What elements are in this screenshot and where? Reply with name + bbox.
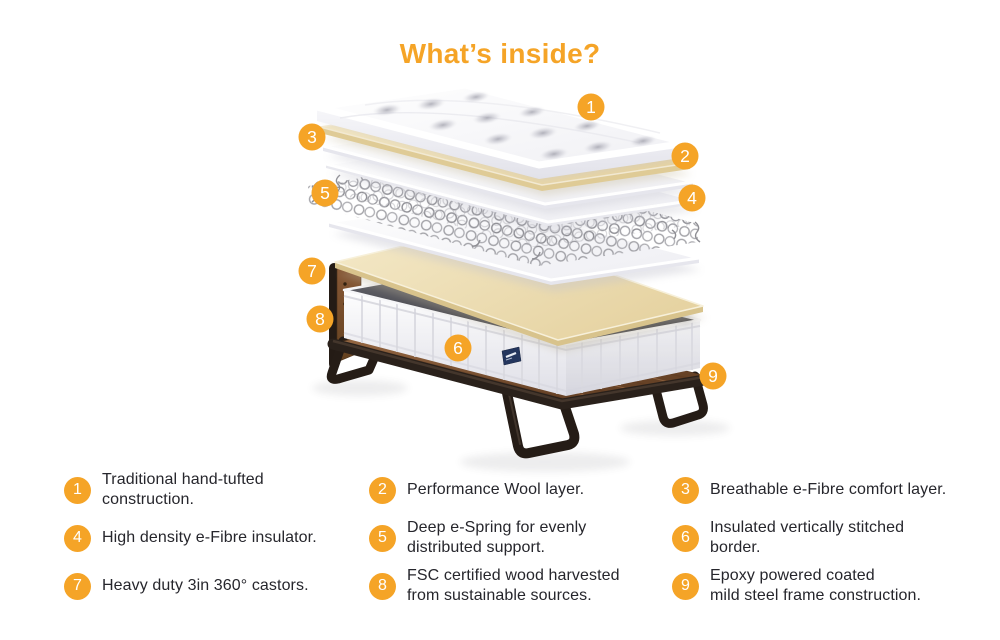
legend-number-badge-7: 7 bbox=[64, 572, 91, 600]
svg-text:3: 3 bbox=[307, 127, 317, 147]
svg-text:6: 6 bbox=[453, 338, 463, 358]
page-title: What’s inside? bbox=[399, 38, 601, 69]
legend-number-badge-6: 6 bbox=[672, 524, 699, 552]
legend-number-badge-5: 5 bbox=[369, 524, 396, 552]
legend-text-7: Heavy duty 3in 360° castors. bbox=[102, 577, 309, 594]
legend-number-badge-2: 2 bbox=[369, 476, 396, 504]
legend-item-2: 2 Performance Wool layer. bbox=[369, 466, 672, 514]
mattress-label bbox=[501, 346, 522, 366]
diagram-badge-4: 4 bbox=[678, 184, 706, 212]
frame-legs bbox=[326, 336, 708, 459]
legend-text-3: Breathable e-Fibre comfort layer. bbox=[710, 481, 947, 498]
diagram-badges: 1 2 3 4 5 6 7 8 9 bbox=[298, 93, 727, 390]
legend-number-badge-8: 8 bbox=[369, 572, 396, 600]
legend-number-badge-3: 3 bbox=[672, 476, 699, 504]
diagram-badge-9: 9 bbox=[699, 362, 727, 390]
svg-text:4: 4 bbox=[687, 188, 697, 208]
diagram-badge-2: 2 bbox=[671, 142, 699, 170]
diagram-badge-7: 7 bbox=[298, 257, 326, 285]
legend-text-4: High density e-Fibre insulator. bbox=[102, 529, 317, 546]
legend-number-badge-1: 1 bbox=[64, 476, 91, 504]
diagram-badge-1: 1 bbox=[577, 93, 605, 121]
floor-shadows bbox=[312, 380, 730, 472]
legend-text-2: Performance Wool layer. bbox=[407, 481, 585, 498]
legend-item-4: 4 High density e-Fibre insulator. bbox=[64, 514, 369, 562]
legend-number-badge-9: 9 bbox=[672, 572, 699, 600]
svg-text:7: 7 bbox=[307, 261, 317, 281]
svg-text:1: 1 bbox=[586, 97, 596, 117]
svg-text:9: 9 bbox=[708, 366, 718, 386]
legend-number-badge-4: 4 bbox=[64, 524, 91, 552]
frame-tube bbox=[327, 338, 716, 410]
layer-tufted-topper bbox=[313, 81, 691, 179]
legend-item-7: 7 Heavy duty 3in 360° castors. bbox=[64, 562, 369, 610]
diagram-badge-8: 8 bbox=[306, 305, 334, 333]
diagram-badge-6: 6 bbox=[444, 334, 472, 362]
legend-item-3: 3 Breathable e-Fibre comfort layer. bbox=[672, 466, 998, 514]
svg-text:5: 5 bbox=[320, 183, 330, 203]
diagram-badge-3: 3 bbox=[298, 123, 326, 151]
diagram-badge-5: 5 bbox=[311, 179, 339, 207]
svg-text:8: 8 bbox=[315, 309, 325, 329]
svg-text:2: 2 bbox=[680, 146, 690, 166]
tuft-dimples bbox=[371, 90, 658, 161]
